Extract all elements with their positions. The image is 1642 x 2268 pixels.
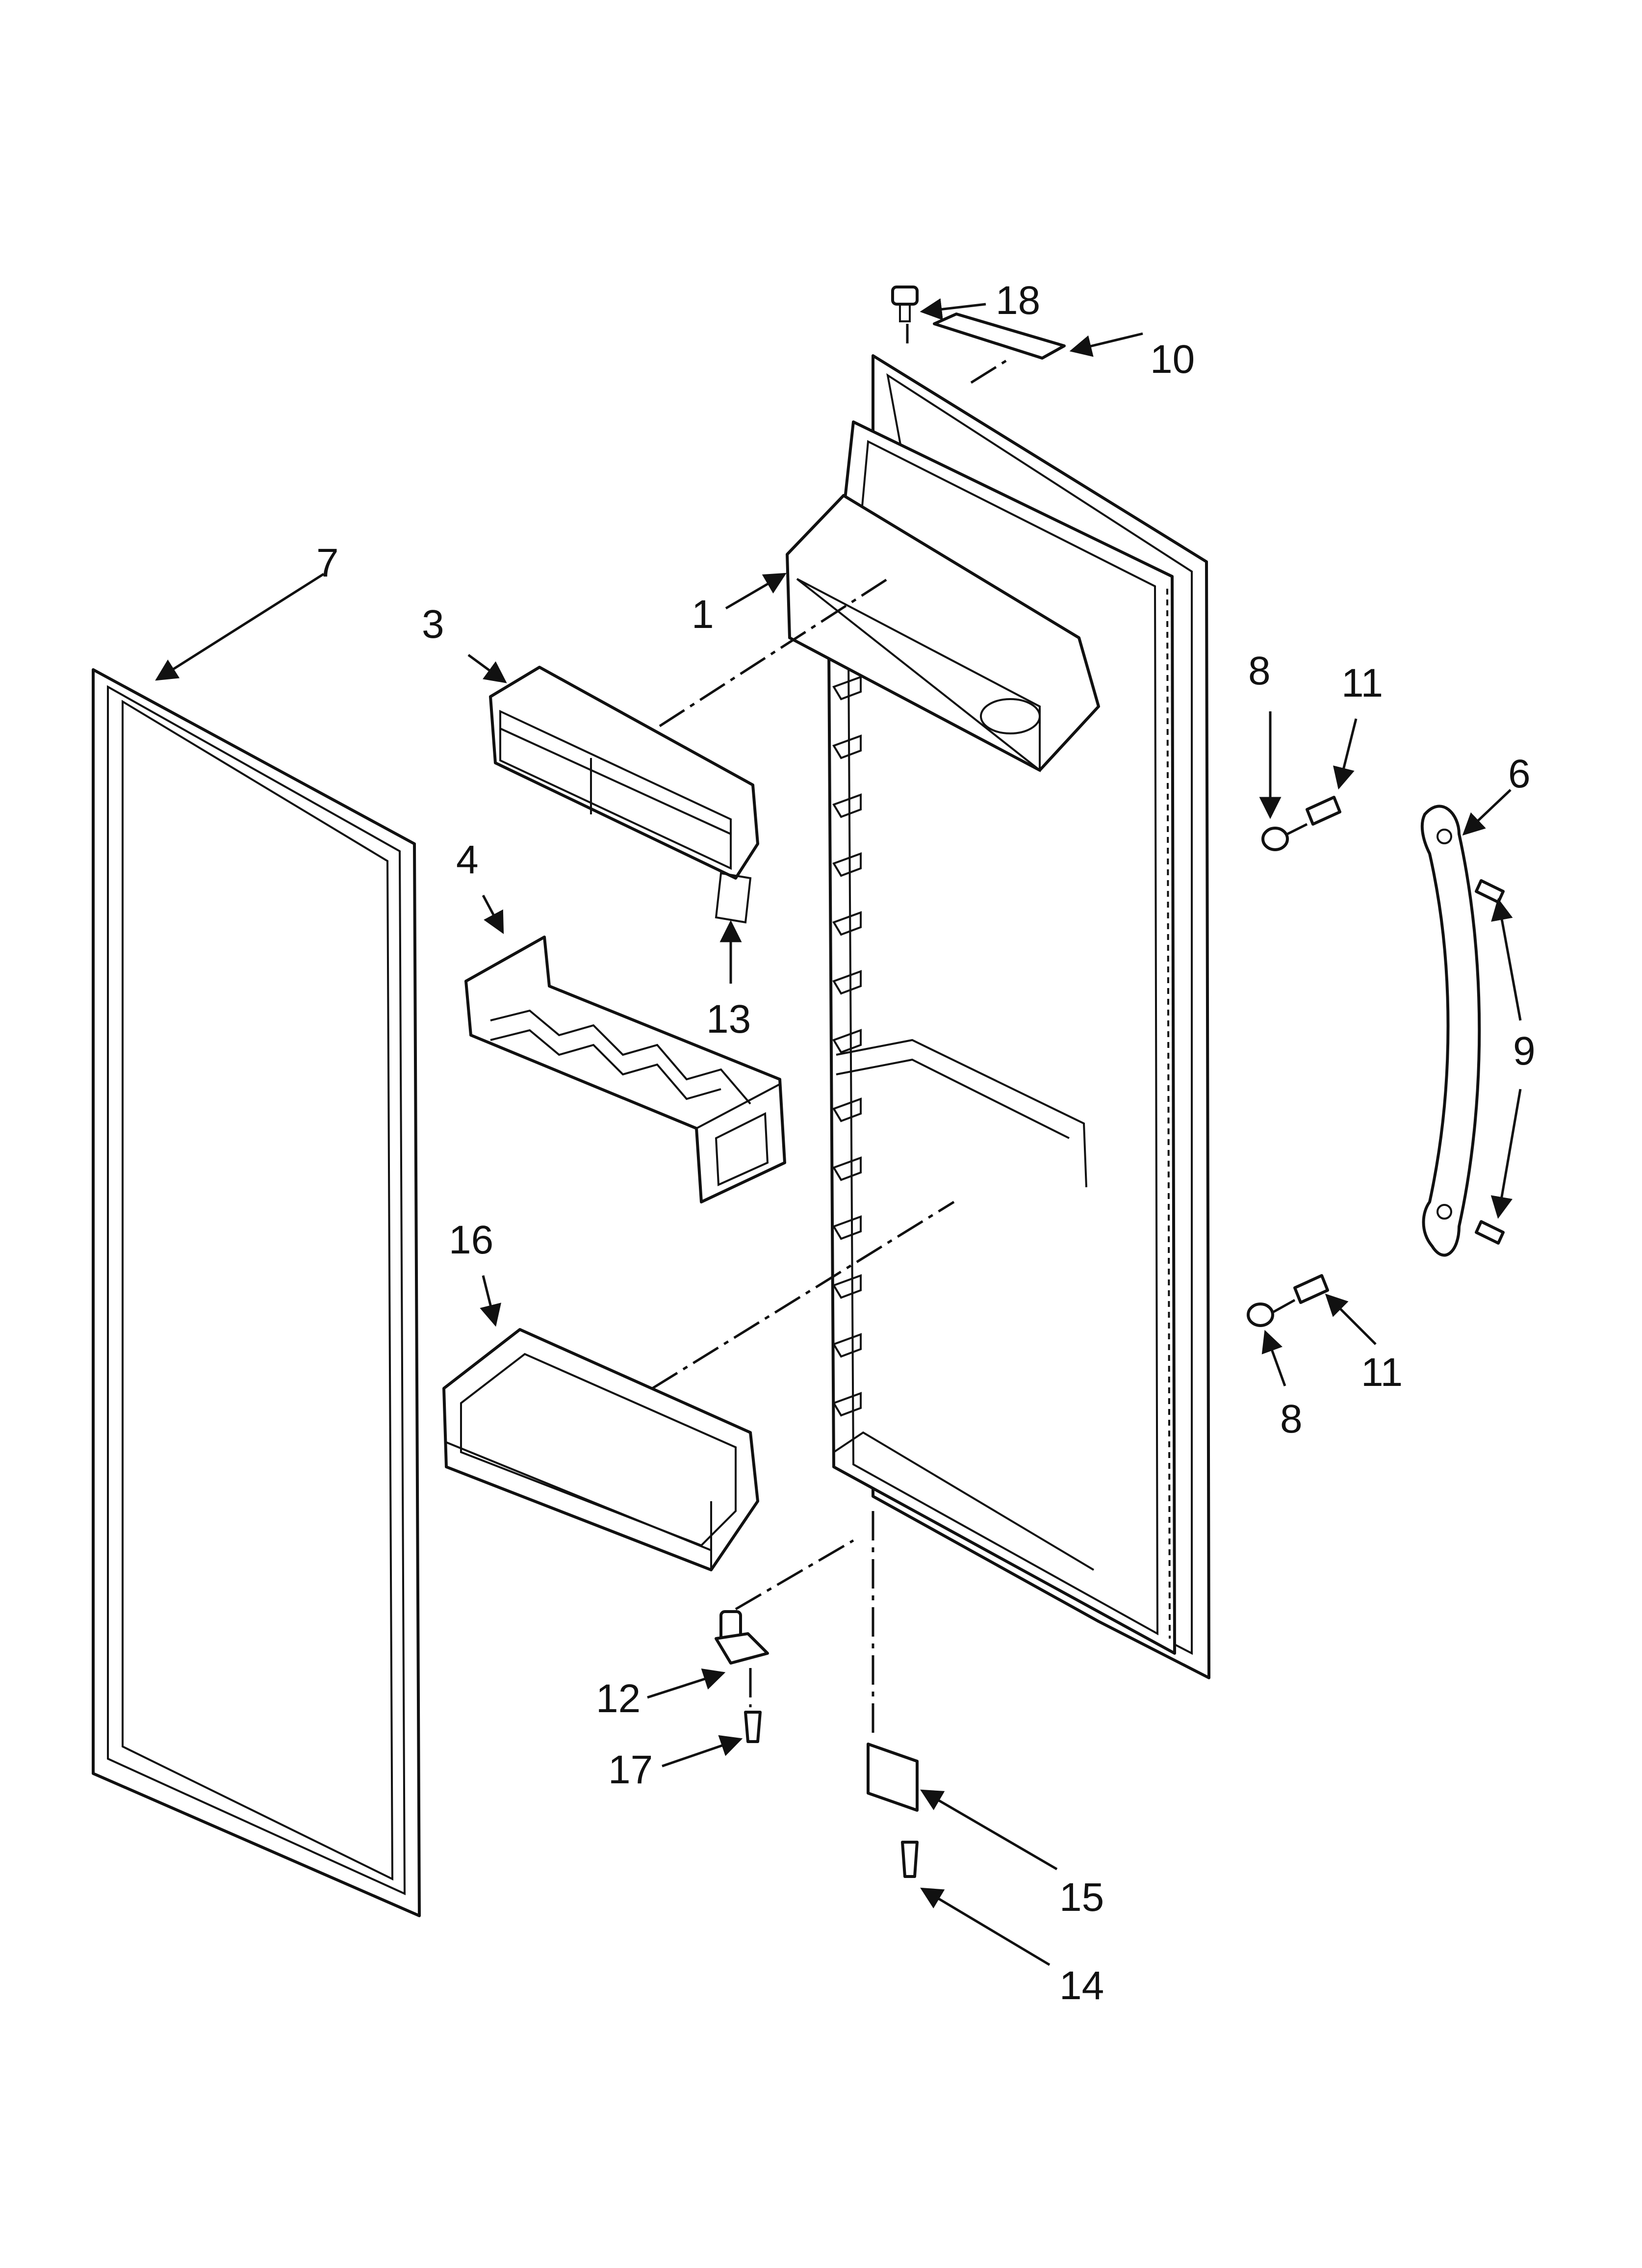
callout-11-upper: 11	[1341, 661, 1383, 705]
leader-arrows	[155, 298, 1522, 1966]
callout-3: 3	[422, 602, 444, 647]
callout-11-lower: 11	[1361, 1350, 1403, 1395]
bin-support-rail	[832, 676, 862, 1417]
handle-spacer-upper	[1261, 827, 1289, 851]
assembly-line-screw-upper	[1286, 823, 1308, 835]
callout-8-upper: 8	[1248, 649, 1271, 693]
assembly-line-bin	[651, 1200, 955, 1390]
egg-bin	[464, 936, 786, 1204]
assembly-line-screw-lower	[1272, 1299, 1296, 1314]
callout-7: 7	[316, 541, 339, 585]
bracket-screw	[901, 1841, 919, 1878]
handle-setscrew-upper	[1475, 879, 1505, 904]
door-plug	[891, 286, 919, 322]
callout-8-lower: 8	[1280, 1397, 1303, 1441]
assembly-line-cap	[970, 357, 1011, 384]
assembly-line-dairy	[659, 577, 889, 728]
callout-4: 4	[456, 837, 479, 882]
door-handle	[1420, 805, 1481, 1257]
door-gasket	[92, 668, 421, 1917]
callout-6: 6	[1508, 752, 1531, 796]
door-assembly	[786, 354, 1210, 1679]
callout-12: 12	[596, 1676, 641, 1721]
callout-10: 10	[1150, 337, 1195, 382]
hinge-screw	[744, 1711, 762, 1743]
dairy-door	[489, 666, 759, 924]
callout-14: 14	[1059, 1963, 1104, 2008]
callout-18: 18	[996, 278, 1040, 323]
callout-17: 17	[608, 1747, 653, 1792]
assembly-line-hinge	[735, 1539, 854, 1611]
callout-9: 9	[1513, 1029, 1536, 1073]
door-bin	[442, 1328, 759, 1571]
bottom-hinge-bracket	[867, 1743, 919, 1812]
callout-1: 1	[692, 592, 714, 637]
hinge-pin	[715, 1610, 769, 1665]
callout-16: 16	[449, 1218, 493, 1262]
trim-cap	[933, 313, 1066, 360]
handle-spacer-lower	[1247, 1303, 1274, 1327]
handle-screw-lower	[1293, 1274, 1329, 1304]
handle-setscrew-lower	[1475, 1220, 1505, 1245]
callout-15: 15	[1059, 1875, 1104, 1920]
callout-13: 13	[706, 997, 751, 1042]
handle-screw-upper	[1306, 796, 1341, 826]
